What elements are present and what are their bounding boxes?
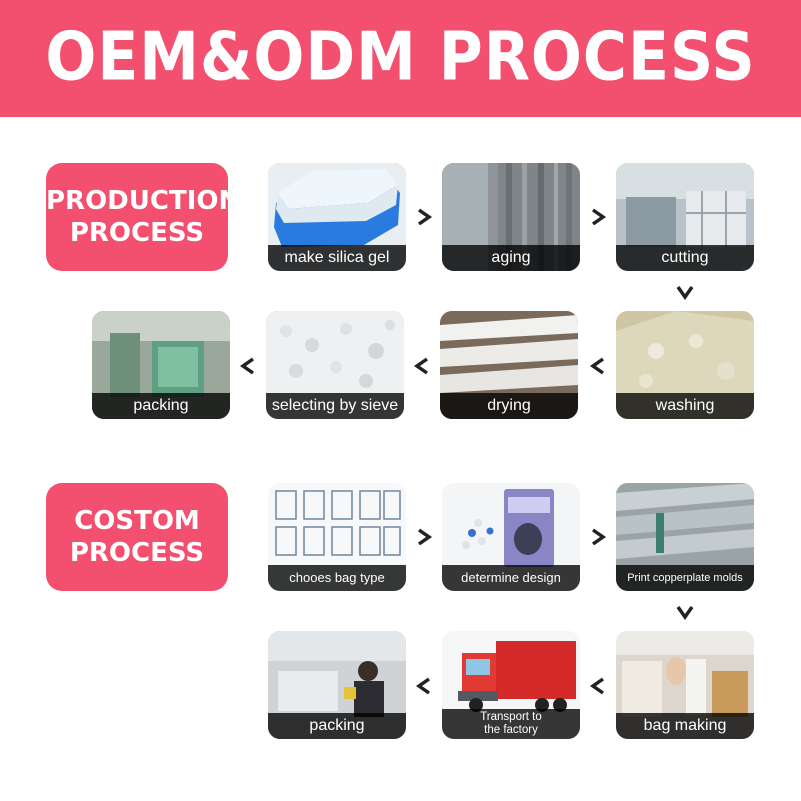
caption-packing: packing	[92, 393, 230, 419]
custom-badge-line2: PROCESS	[69, 538, 205, 568]
step-washing: washing	[616, 311, 754, 419]
chevron-down-icon	[675, 282, 695, 302]
chevron-left-icon	[414, 676, 434, 696]
caption-washing: washing	[616, 393, 754, 419]
step-packing-production: packing	[92, 311, 230, 419]
caption-choose-bag-type: chooes bag type	[268, 565, 406, 591]
caption-transport-to-factory: Transport to the factory	[442, 709, 580, 739]
caption-cutting: cutting	[616, 245, 754, 271]
caption-make-silica-gel: make silica gel	[268, 245, 406, 271]
step-choose-bag-type: chooes bag type	[268, 483, 406, 591]
caption-determine-design: determine design	[442, 565, 580, 591]
chevron-right-icon	[414, 527, 434, 547]
step-print-copperplate-molds: Print copperplate molds	[616, 483, 754, 591]
production-process-badge: PRODUCTION PROCESS	[46, 163, 241, 271]
chevron-down-icon	[675, 602, 695, 622]
caption-drying: drying	[440, 393, 578, 419]
caption-transport-line1: Transport to	[480, 711, 542, 723]
step-cutting: cutting	[616, 163, 754, 271]
page-title: OEM&ODM PROCESS	[45, 17, 756, 97]
custom-badge-line1: COSTOM	[74, 506, 200, 536]
step-packing-custom: packing	[268, 631, 406, 739]
step-transport-to-factory: Transport to the factory	[442, 631, 580, 739]
caption-packing-custom: packing	[268, 713, 406, 739]
caption-selecting-by-sieve: selecting by sieve	[266, 393, 404, 419]
caption-print-copperplate-molds: Print copperplate molds	[616, 565, 754, 591]
chevron-left-icon	[238, 356, 258, 376]
packing-worker-image	[268, 631, 406, 739]
silica-gel-block-image	[268, 163, 406, 271]
caption-transport-line2: the factory	[484, 724, 538, 736]
caption-aging: aging	[442, 245, 580, 271]
production-badge-line1: PRODUCTION	[46, 186, 241, 216]
step-determine-design: determine design	[442, 483, 580, 591]
chevron-right-icon	[414, 207, 434, 227]
step-bag-making: bag making	[616, 631, 754, 739]
step-aging: aging	[442, 163, 580, 271]
chevron-left-icon	[588, 356, 608, 376]
step-selecting-by-sieve: selecting by sieve	[266, 311, 404, 419]
chevron-right-icon	[588, 207, 608, 227]
custom-process-badge: COSTOM PROCESS	[46, 483, 228, 591]
production-badge-line2: PROCESS	[69, 218, 205, 248]
header-banner: OEM&ODM PROCESS	[0, 0, 801, 117]
chevron-left-icon	[588, 676, 608, 696]
chevron-left-icon	[412, 356, 432, 376]
caption-bag-making: bag making	[616, 713, 754, 739]
step-make-silica-gel: make silica gel	[268, 163, 406, 271]
step-drying: drying	[440, 311, 578, 419]
chevron-right-icon	[588, 527, 608, 547]
